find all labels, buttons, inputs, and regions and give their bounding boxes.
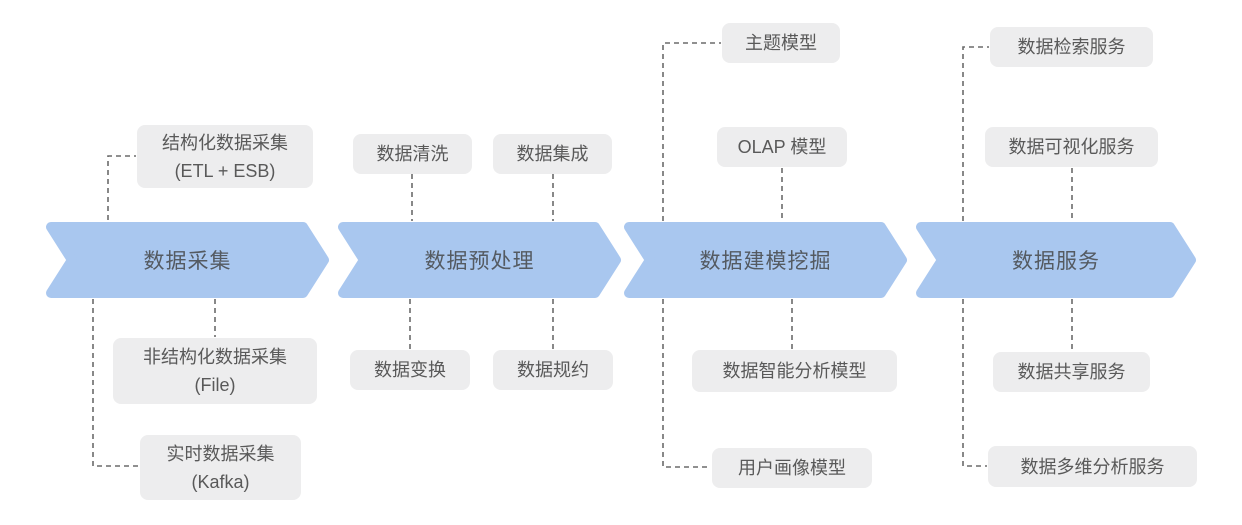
node-olap-model: OLAP 模型 (717, 127, 847, 167)
node-topic-model: 主题模型 (722, 23, 840, 63)
chevron-arrow-shape (46, 222, 329, 298)
stage-data-preprocessing: 数据预处理 (337, 222, 622, 298)
node-data-cleaning: 数据清洗 (353, 134, 472, 174)
node-structured-collection: 结构化数据采集 (ETL + ESB) (137, 125, 313, 188)
node-data-integration: 数据集成 (493, 134, 612, 174)
chevron-arrow-shape (624, 222, 907, 298)
stage-data-collection: 数据采集 (45, 222, 330, 298)
stage-label: 数据预处理 (424, 250, 535, 273)
connector (662, 42, 721, 221)
chevron-arrow-shape (916, 222, 1196, 298)
node-data-visualization-service: 数据可视化服务 (985, 127, 1158, 167)
stage-label: 数据建模挖掘 (699, 250, 832, 273)
node-unstructured-collection: 非结构化数据采集 (File) (113, 338, 317, 404)
stage-data-modeling-mining: 数据建模挖掘 (623, 222, 908, 298)
node-intelligent-analysis-model: 数据智能分析模型 (692, 350, 897, 392)
connector (962, 299, 987, 467)
connector (107, 155, 136, 220)
node-data-sharing-service: 数据共享服务 (993, 352, 1150, 392)
chevron-arrow-shape (338, 222, 621, 298)
node-data-retrieval-service: 数据检索服务 (990, 27, 1153, 67)
stage-label: 数据采集 (143, 250, 232, 273)
node-multidim-analysis-service: 数据多维分析服务 (988, 446, 1197, 487)
stage-data-services: 数据服务 (915, 222, 1197, 298)
stage-label: 数据服务 (1012, 250, 1100, 273)
node-realtime-collection: 实时数据采集 (Kafka) (140, 435, 301, 500)
node-user-profile-model: 用户画像模型 (712, 448, 872, 488)
node-data-transformation: 数据变换 (350, 350, 470, 390)
node-data-reduction: 数据规约 (493, 350, 613, 390)
